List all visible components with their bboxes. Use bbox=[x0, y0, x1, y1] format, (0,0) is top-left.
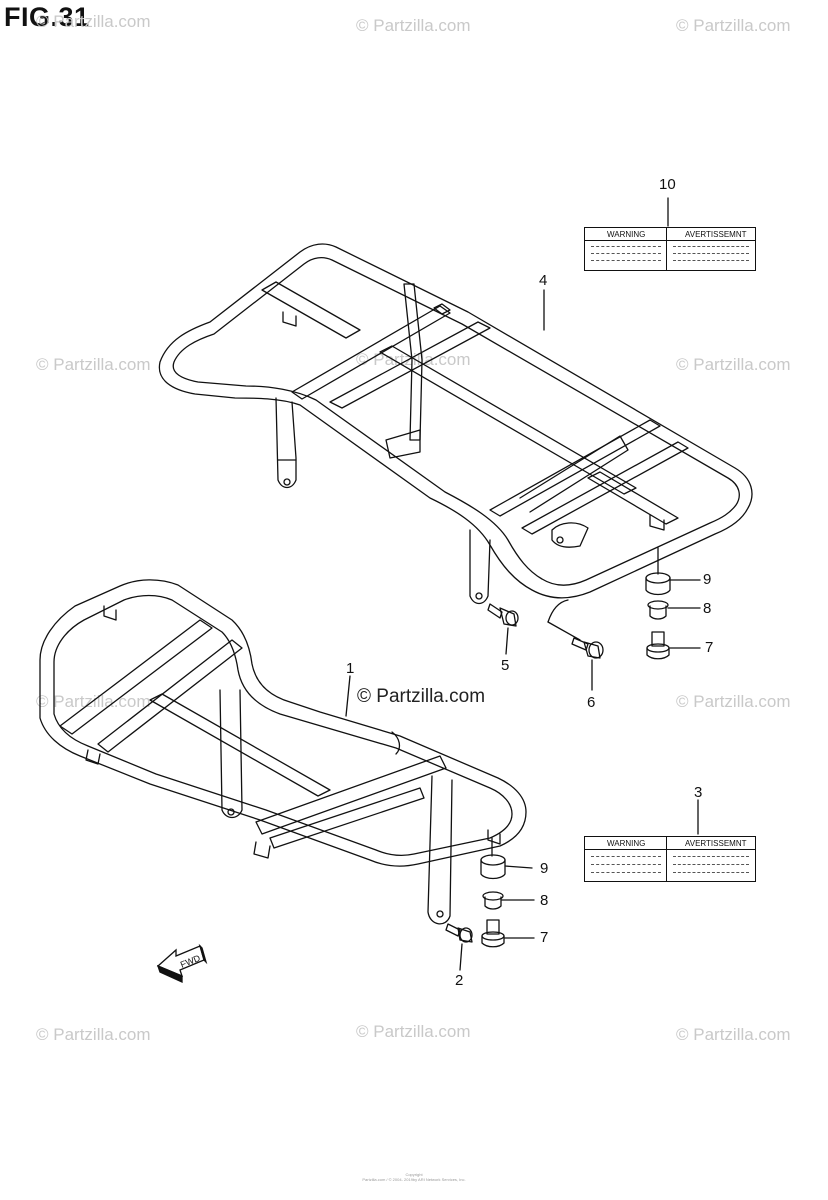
bolt-7-rear bbox=[646, 631, 670, 660]
callout-7-rear: 7 bbox=[705, 639, 714, 656]
watermark: © Partzilla.com bbox=[356, 16, 471, 35]
callout-6: 6 bbox=[587, 694, 596, 711]
bolt-7-front bbox=[481, 919, 505, 948]
grommet-9-rear bbox=[645, 572, 671, 596]
callout-8-rear: 8 bbox=[703, 600, 712, 617]
callout-5: 5 bbox=[501, 657, 510, 674]
callout-4: 4 bbox=[539, 272, 548, 289]
watermark: © Partzilla.com bbox=[676, 355, 791, 374]
watermark: © Partzilla.com bbox=[676, 1025, 791, 1044]
label-warning-heading: WARNING bbox=[607, 839, 646, 848]
copyright-line-1: Copyright bbox=[405, 1172, 423, 1177]
label-warning-heading: WARNING bbox=[607, 230, 646, 239]
callout-2: 2 bbox=[455, 972, 464, 989]
callout-7-front: 7 bbox=[540, 929, 549, 946]
bolt-2 bbox=[445, 923, 473, 943]
warning-triangle-icons bbox=[591, 230, 683, 849]
collar-8-front bbox=[482, 891, 504, 910]
fwd-arrow-icon bbox=[156, 943, 208, 984]
bolt-6 bbox=[571, 637, 604, 659]
callout-9-rear: 9 bbox=[703, 571, 712, 588]
copyright-line-2: Partzilla.com / © 2004- 2019by ARI Netwo… bbox=[362, 1177, 466, 1182]
label-avertissement-heading: AVERTISSEMNT bbox=[685, 839, 747, 848]
figure-title: FIG.31 bbox=[4, 2, 90, 32]
watermark: © Partzilla.com bbox=[36, 355, 151, 374]
callout-10: 10 bbox=[659, 176, 676, 193]
center-watermark: © Partzilla.com bbox=[357, 686, 486, 707]
warning-label-3: WARNING AVERTISSEMNT bbox=[584, 836, 756, 882]
watermark: © Partzilla.com bbox=[676, 16, 791, 35]
callout-1: 1 bbox=[346, 660, 355, 677]
copyright-footer: Copyright Partzilla.com / © 2004- 2019by… bbox=[0, 1172, 828, 1182]
watermark: © Partzilla.com bbox=[676, 692, 791, 711]
bolt-5 bbox=[487, 603, 519, 627]
watermark: © Partzilla.com bbox=[36, 1025, 151, 1044]
label-avertissement-heading: AVERTISSEMNT bbox=[685, 230, 747, 239]
callout-9-front: 9 bbox=[540, 860, 549, 877]
front-carrier-drawing bbox=[39, 579, 527, 925]
collar-8-rear bbox=[647, 600, 669, 620]
grommet-9-front bbox=[480, 854, 506, 880]
rear-carrier-drawing bbox=[158, 243, 753, 605]
watermark: © Partzilla.com bbox=[356, 1022, 471, 1041]
callout-3: 3 bbox=[694, 784, 703, 801]
callout-8-front: 8 bbox=[540, 892, 549, 909]
watermark: © Partzilla.com bbox=[36, 12, 151, 31]
warning-label-10: WARNING AVERTISSEMNT bbox=[584, 227, 756, 271]
